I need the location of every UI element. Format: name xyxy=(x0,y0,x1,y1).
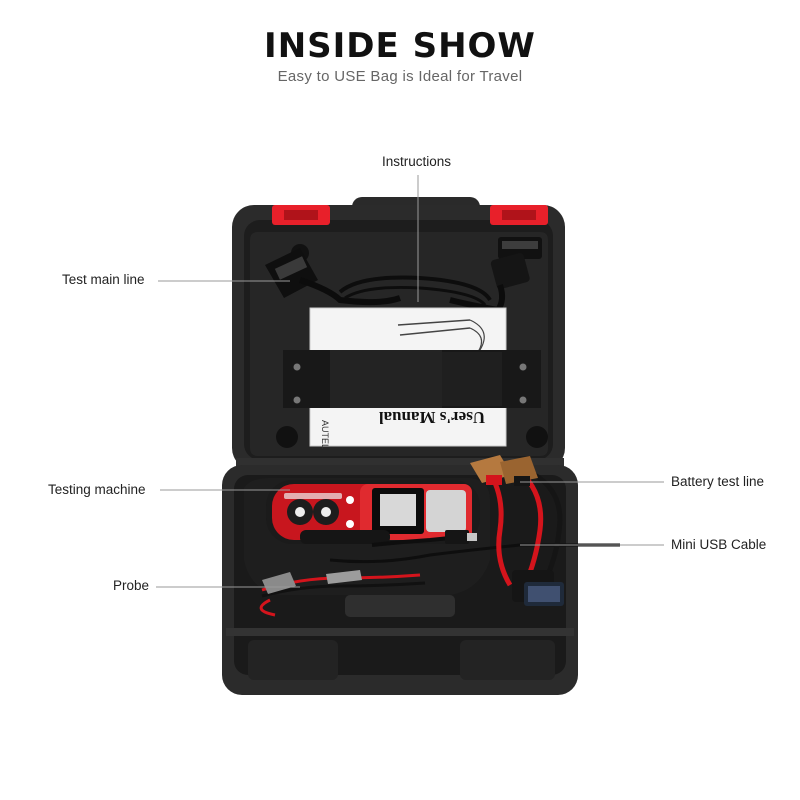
obd-connector xyxy=(265,248,401,306)
page-subtitle: Easy to USE Bag is Ideal for Travel xyxy=(277,68,523,85)
manual-brand: AUTEL xyxy=(320,420,330,449)
db-connector xyxy=(449,237,542,314)
callout-instructions: Instructions xyxy=(382,154,452,169)
testing-machine xyxy=(266,480,480,544)
velcro-strap xyxy=(283,350,541,408)
callout-testing-machine: Testing machine xyxy=(48,482,146,497)
callout-battery-test-line: Battery test line xyxy=(671,474,765,489)
callout-test-main-line: Test main line xyxy=(62,272,145,287)
callout-lines xyxy=(156,175,664,588)
manual-title: User's Manual xyxy=(379,408,486,427)
probe xyxy=(259,570,426,617)
red-latch-right xyxy=(490,205,548,225)
red-latch-left xyxy=(272,205,330,225)
battery-test-line xyxy=(470,455,564,606)
callout-mini-usb-cable: Mini USB Cable xyxy=(671,537,767,552)
page-title: INSIDE SHOW xyxy=(264,26,536,66)
callout-probe: Probe xyxy=(113,578,150,593)
